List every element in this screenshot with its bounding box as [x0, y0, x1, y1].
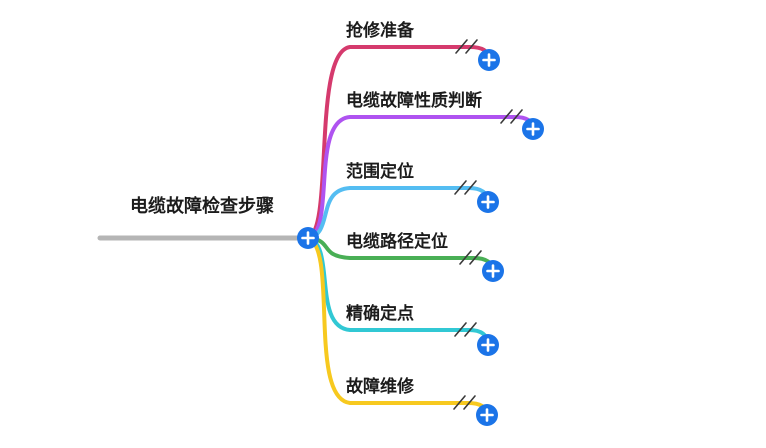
- branch-label[interactable]: 电缆故障性质判断: [346, 91, 482, 110]
- branch-label[interactable]: 范围定位: [346, 162, 414, 181]
- root-node-label[interactable]: 电缆故障检查步骤: [130, 196, 274, 216]
- add-child-button[interactable]: [482, 260, 504, 282]
- branch-connector: [306, 45, 491, 240]
- branch-connector: [306, 115, 535, 240]
- branch-label[interactable]: 电缆路径定位: [346, 232, 448, 251]
- add-child-button[interactable]: [477, 334, 499, 356]
- plus-icon: [478, 49, 500, 71]
- add-child-button-root[interactable]: [297, 227, 319, 249]
- branch-label[interactable]: 精确定点: [346, 304, 414, 323]
- add-child-button[interactable]: [522, 118, 544, 140]
- plus-icon: [482, 260, 504, 282]
- plus-icon: [522, 118, 544, 140]
- branch-end-marks: [453, 39, 523, 410]
- add-child-button[interactable]: [478, 49, 500, 71]
- plus-icon: [297, 227, 319, 249]
- branch-label[interactable]: 抢修准备: [346, 21, 414, 40]
- add-child-button[interactable]: [477, 191, 499, 213]
- plus-icon: [476, 404, 498, 426]
- branch-label[interactable]: 故障维修: [346, 377, 414, 396]
- plus-icon: [477, 334, 499, 356]
- branch-connector: [306, 186, 490, 240]
- add-child-button[interactable]: [476, 404, 498, 426]
- plus-icon: [477, 191, 499, 213]
